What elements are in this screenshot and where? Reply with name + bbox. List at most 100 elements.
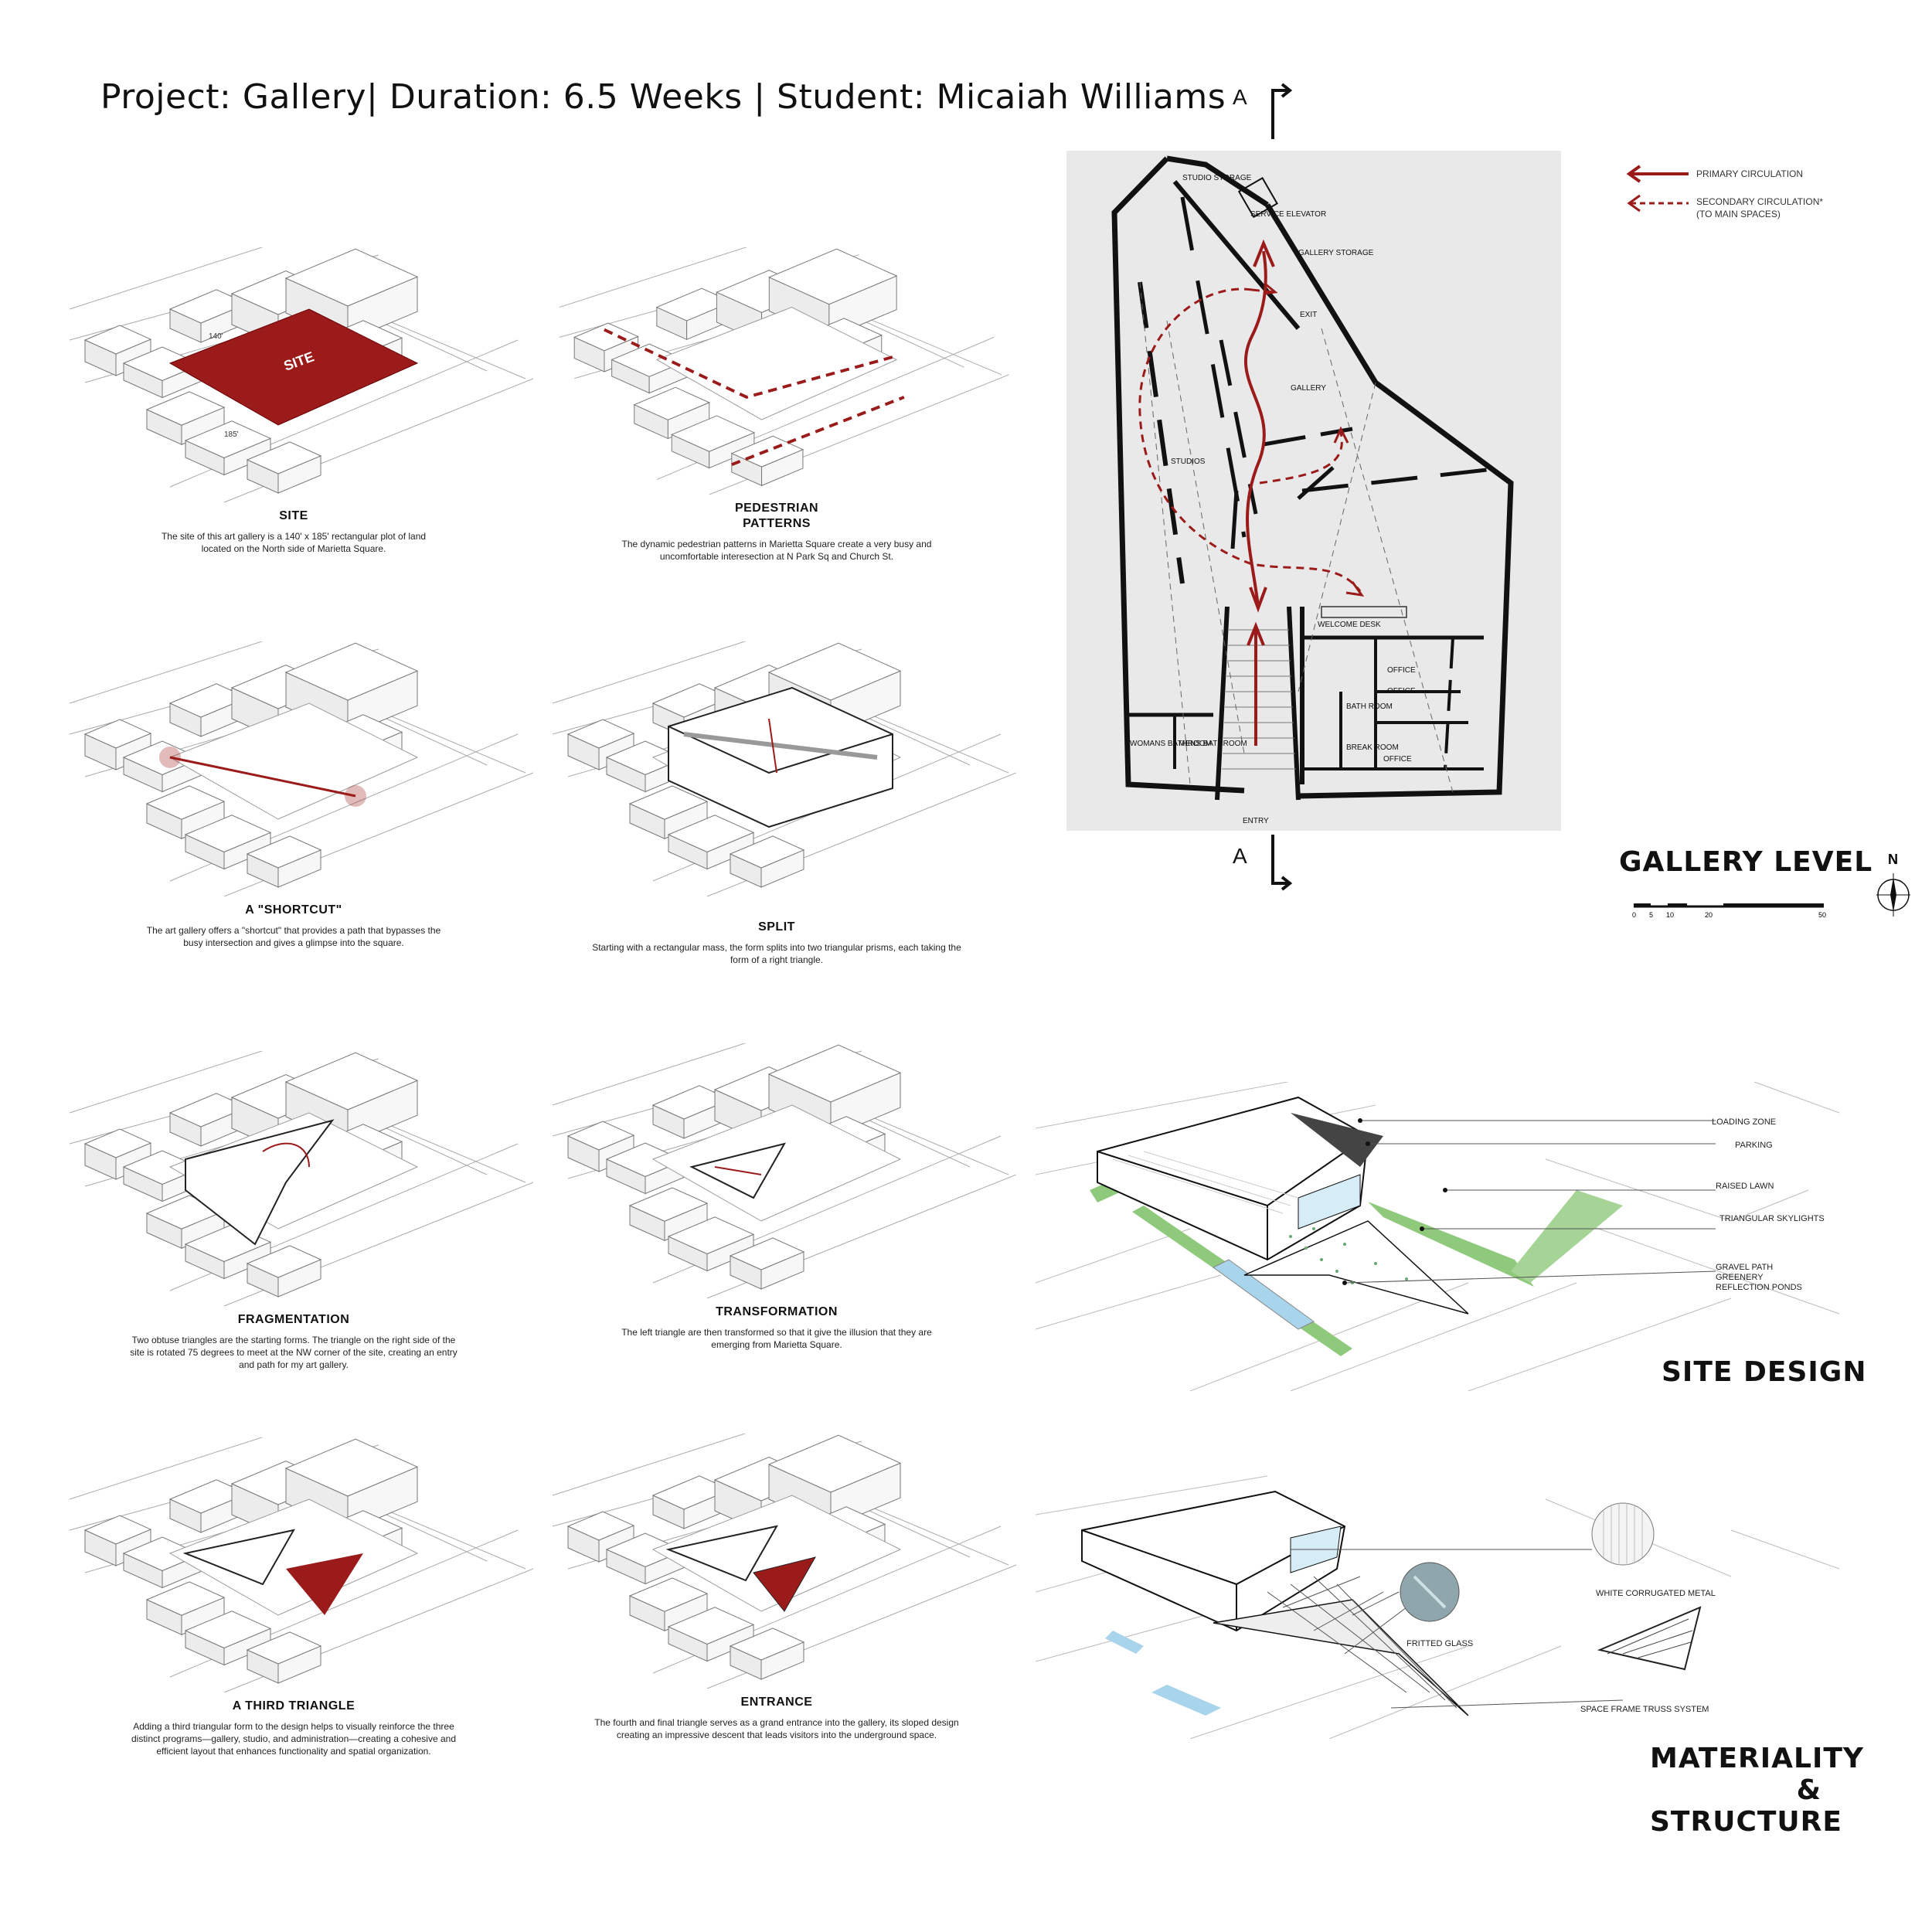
- svg-text:RAISED LAWN: RAISED LAWN: [1716, 1182, 1774, 1191]
- fragmentation-axon: [69, 1051, 533, 1306]
- split-slot: [683, 732, 878, 760]
- north-arrow: N: [1870, 850, 1917, 931]
- project-header: Project: Gallery| Duration: 6.5 Weeks | …: [100, 77, 1226, 117]
- svg-text:10: 10: [1666, 911, 1674, 919]
- split-arrow: [768, 718, 777, 774]
- panel-pedestrian: PEDESTRIAN PATTERNS The dynamic pedestri…: [537, 247, 1016, 563]
- svg-text:WOMANS BATHROOM: WOMANS BATHROOM: [1130, 740, 1212, 748]
- pedestrian-path-north: [604, 328, 897, 400]
- svg-text:50: 50: [1818, 911, 1826, 919]
- svg-text:SECONDARY CIRCULATION*: SECONDARY CIRCULATION*: [1696, 196, 1823, 207]
- panel-title: PEDESTRIAN PATTERNS: [734, 502, 819, 530]
- svg-text:GREENERY: GREENERY: [1716, 1273, 1764, 1282]
- shortcut-arrow: [169, 756, 356, 798]
- circulation-legend: PRIMARY CIRCULATION SECONDARY CIRCULATIO…: [1623, 158, 1855, 232]
- materiality-title-line2: &: [1796, 1774, 1821, 1806]
- panel-title: SITE: [279, 509, 308, 522]
- site-plot: [651, 1104, 902, 1222]
- svg-text:WELCOME DESK: WELCOME DESK: [1318, 621, 1381, 629]
- transform-arrow: [714, 1166, 762, 1175]
- panel-third-triangle: A THIRD TRIANGLE Adding a third triangul…: [54, 1437, 533, 1757]
- svg-text:ENTRY: ENTRY: [1243, 817, 1269, 825]
- site-plot: [168, 702, 419, 820]
- panel-text: The fourth and final triangle serves as …: [594, 1717, 959, 1740]
- gallery-level-title: GALLERY LEVEL: [1619, 846, 1873, 878]
- mass-block: [668, 686, 893, 828]
- svg-text:LOADING ZONE: LOADING ZONE: [1712, 1117, 1776, 1127]
- triangle-form: [185, 1119, 335, 1246]
- svg-text:SERVICE ELEVATOR: SERVICE ELEVATOR: [1250, 210, 1326, 219]
- panel-entrance: ENTRANCE The fourth and final triangle s…: [537, 1434, 1016, 1741]
- svg-text:SPACE FRAME TRUSS SYSTEM: SPACE FRAME TRUSS SYSTEM: [1580, 1705, 1709, 1714]
- panel-title: SPLIT: [758, 920, 795, 934]
- panel-text: Adding a third triangular form to the de…: [131, 1721, 456, 1757]
- mass-edge: [668, 726, 893, 774]
- panel-shortcut: A "SHORTCUT" The art gallery offers a "s…: [54, 641, 533, 949]
- panel-text: The dynamic pedestrian patterns in Marie…: [621, 539, 932, 562]
- svg-text:STUDIO STORAGE: STUDIO STORAGE: [1182, 174, 1252, 182]
- svg-text:MENS BATHROOM: MENS BATHROOM: [1179, 740, 1247, 748]
- site-design-drawing: LOADING ZONE PARKING RAISED LAWN TRIANGU…: [1035, 1073, 1840, 1395]
- materiality-title: MATERIALITY & STRUCTURE: [1650, 1743, 1864, 1838]
- shortcut-axon: [69, 641, 533, 896]
- third-triangle-axon: [69, 1437, 533, 1692]
- site-dim-140: 140': [209, 332, 223, 341]
- panel-transformation: TRANSFORMATION The left triangle are the…: [537, 1043, 1016, 1351]
- svg-text:OFFICE: OFFICE: [1387, 687, 1416, 696]
- svg-text:REFLECTION PONDS: REFLECTION PONDS: [1716, 1283, 1802, 1292]
- panel-title: FRAGMENTATION: [237, 1313, 350, 1326]
- svg-text:GALLERY STORAGE: GALLERY STORAGE: [1298, 249, 1374, 257]
- floor-plan-drawing: STUDIO STORAGE SERVICE ELEVATOR GALLERY …: [1111, 155, 1514, 825]
- section-marker-top: A: [1233, 81, 1302, 147]
- triangle-form: [665, 1525, 778, 1582]
- site-design-title: SITE DESIGN: [1662, 1356, 1867, 1388]
- panel-text: The art gallery offers a "shortcut" that…: [146, 925, 441, 948]
- triangle-form: [182, 1529, 295, 1586]
- svg-text:TRIANGULAR SKYLIGHTS: TRIANGULAR SKYLIGHTS: [1719, 1214, 1825, 1223]
- svg-text:PRIMARY CIRCULATION: PRIMARY CIRCULATION: [1696, 168, 1803, 179]
- svg-text:A: A: [1233, 844, 1247, 868]
- svg-text:A: A: [1233, 85, 1247, 109]
- site-plot: [655, 307, 898, 420]
- site-plot: [168, 1498, 419, 1616]
- panel-title: A "SHORTCUT": [245, 903, 342, 917]
- svg-text:WHITE CORRUGATED METAL: WHITE CORRUGATED METAL: [1596, 1589, 1716, 1598]
- pedestrian-axon: [559, 247, 1009, 495]
- svg-text:PARKING: PARKING: [1735, 1141, 1773, 1150]
- site-dim-185: 185': [224, 430, 239, 439]
- pedestrian-path-south: [731, 396, 905, 467]
- svg-text:GALLERY: GALLERY: [1291, 384, 1326, 393]
- svg-text:EXIT: EXIT: [1300, 311, 1317, 319]
- panel-title: ENTRANCE: [740, 1696, 813, 1709]
- split-axon: [552, 641, 1016, 896]
- panel-split: SPLIT Starting with a rectangular mass, …: [537, 641, 1016, 966]
- svg-text:STUDIOS: STUDIOS: [1171, 457, 1206, 466]
- panel-text: The left triangle are then transformed s…: [621, 1327, 932, 1350]
- svg-text:0: 0: [1632, 911, 1636, 919]
- site-plot: [168, 308, 419, 426]
- materiality-title-line1: MATERIALITY: [1650, 1743, 1864, 1774]
- svg-text:20: 20: [1705, 911, 1713, 919]
- materiality-drawing: WHITE CORRUGATED METAL FRITTED GLASS SPA…: [1035, 1468, 1840, 1743]
- svg-text:OFFICE: OFFICE: [1383, 755, 1412, 764]
- site-plot: [651, 1495, 902, 1612]
- third-triangle: [286, 1553, 363, 1615]
- entrance-triangle: [753, 1556, 817, 1612]
- svg-text:FRITTED GLASS: FRITTED GLASS: [1406, 1639, 1473, 1648]
- rotation-arrow: [262, 1142, 310, 1168]
- svg-text:OFFICE: OFFICE: [1387, 666, 1416, 675]
- svg-text:GRAVEL PATH: GRAVEL PATH: [1716, 1263, 1773, 1272]
- svg-text:BREAK ROOM: BREAK ROOM: [1346, 743, 1399, 752]
- panel-fragmentation: FRAGMENTATION Two obtuse triangles are t…: [54, 1051, 533, 1371]
- svg-text:BATH ROOM: BATH ROOM: [1346, 702, 1393, 711]
- floor-plan: STUDIO STORAGE SERVICE ELEVATOR GALLERY …: [1066, 151, 1561, 831]
- panel-title: TRANSFORMATION: [716, 1305, 838, 1318]
- svg-text:5: 5: [1649, 911, 1653, 919]
- section-marker-bottom: A: [1233, 831, 1302, 896]
- panel-text: Two obtuse triangles are the starting fo…: [130, 1335, 457, 1370]
- panel-title: A THIRD TRIANGLE: [232, 1699, 355, 1713]
- materiality-title-line3: STRUCTURE: [1650, 1806, 1842, 1838]
- transformation-axon: [552, 1043, 1016, 1298]
